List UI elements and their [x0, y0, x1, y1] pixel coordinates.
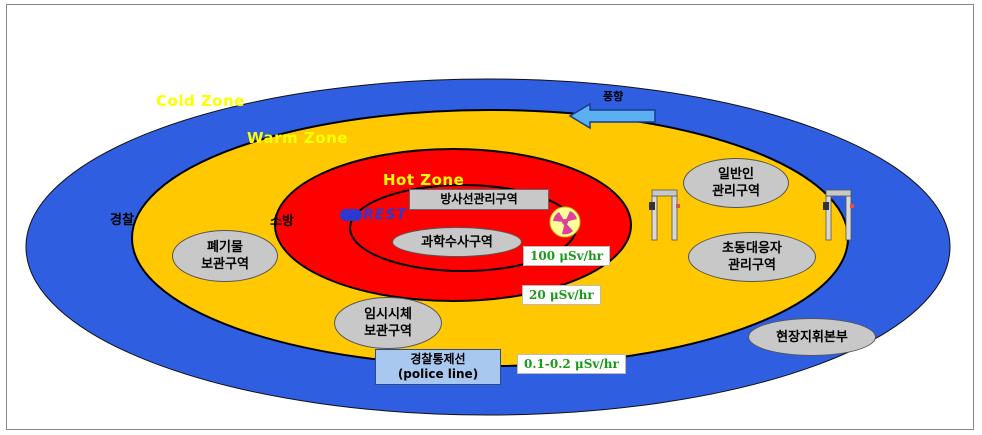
fire-label: 소방 [270, 214, 294, 229]
hot-zone-title: Hot Zone [383, 171, 465, 189]
responder-area: 초동대응자 관리구역 [688, 232, 816, 282]
radiation-icon [549, 206, 581, 238]
police-line-label: 경찰통제선 (police line) [375, 349, 501, 385]
hot-dose-rate: 100 μSv/hr [523, 246, 611, 266]
wind-arrow-icon [568, 102, 656, 130]
cold-zone-title: Cold Zone [156, 92, 245, 110]
police-label: 경찰 [110, 213, 134, 228]
rest-logo: REST [340, 207, 407, 223]
portal-detector-icon [823, 189, 854, 241]
command-post: 현장지휘본부 [748, 318, 876, 356]
forensic-area: 과학수사구역 [392, 227, 522, 257]
radiation-area-label: 방사선관리구역 [409, 189, 549, 210]
waste-storage-area: 폐기물 보관구역 [172, 230, 278, 282]
rest-logo-text: REST [363, 207, 407, 223]
warm-zone-title: Warm Zone [247, 129, 348, 147]
wind-label: 풍향 [603, 90, 624, 103]
warm-dose-rate: 20 μSv/hr [522, 285, 601, 305]
public-area: 일반인 관리구역 [683, 158, 789, 208]
portal-detector-icon [649, 189, 680, 241]
corpse-storage-area: 임시시체 보관구역 [334, 297, 442, 349]
cold-dose-rate: 0.1-0.2 μSv/hr [517, 354, 626, 374]
diagram-frame [6, 4, 974, 430]
